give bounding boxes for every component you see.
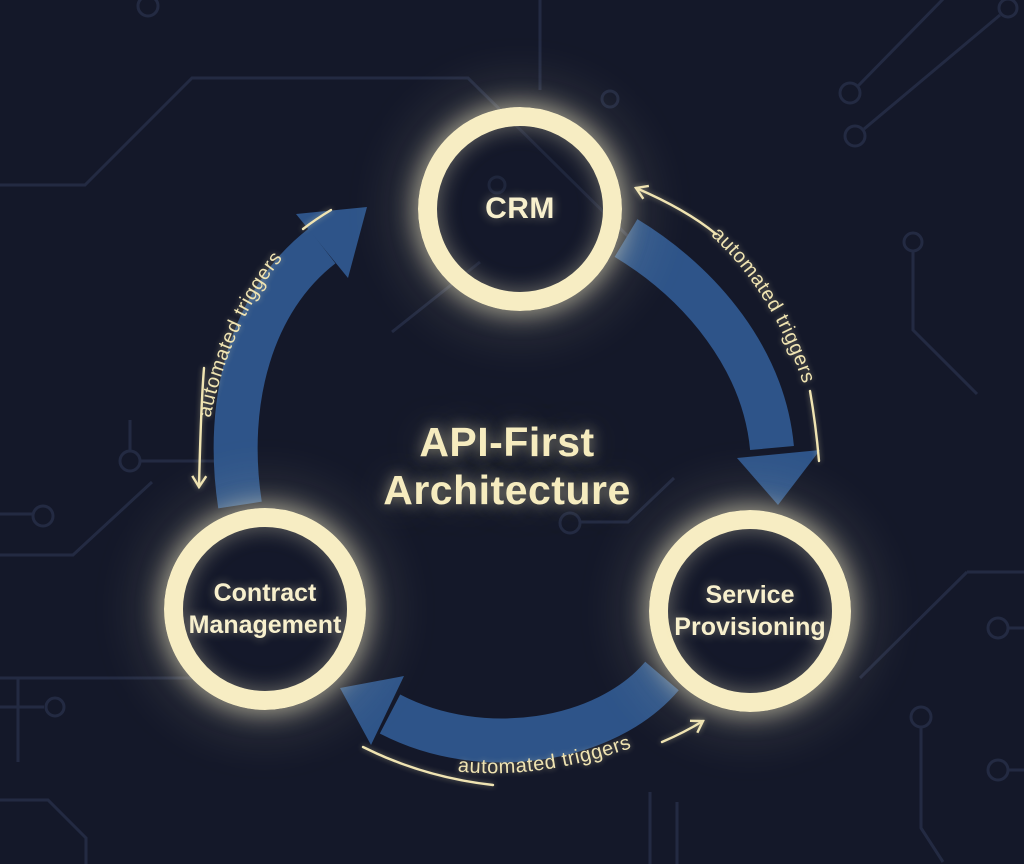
circuit-node [843,124,867,148]
trigger-arrow-to-service [660,719,705,744]
trigger-line-right-bottom-dash [808,389,821,463]
diagram-title: API-First Architecture [257,418,757,514]
circuit-node [997,0,1019,19]
circuit-node [902,231,924,253]
arrow-crm-to-service [614,219,794,451]
circuit-trace [919,727,945,863]
node-service-provisioning: Service Provisioning [649,510,851,712]
circuit-node [31,504,55,528]
circuit-trace [581,476,676,524]
circuit-trace [911,252,979,396]
diagram-title-line2: Architecture [383,467,631,513]
arrowhead-to-crm [296,207,367,278]
circuit-node [136,0,160,18]
node-service-provisioning-label: Service Provisioning [674,581,826,641]
diagram-title-line1: API-First [419,419,595,465]
circuit-node [838,81,862,105]
node-crm: CRM [418,107,622,311]
edge-label-left: automated triggers [194,247,287,419]
edge-label-right: automated triggers [707,223,819,386]
edge-label-bottom: automated triggers [457,731,634,778]
trigger-arrow-to-contract [191,366,208,490]
node-contract-management: Contract Management [164,508,366,710]
arrow-service-to-contract [379,661,679,763]
circuit-node [600,89,620,109]
trigger-line-bottom-left-dash [361,745,495,787]
circuit-node [558,511,582,535]
circuit-node [118,449,142,473]
trigger-arrow-to-crm [633,184,718,236]
trigger-line-left-top-dash [301,208,333,231]
circuit-trace [863,13,1001,131]
circuit-trace [0,798,88,864]
arrow-contract-to-crm [213,228,336,509]
circuit-trace [856,0,945,88]
arrowhead-to-contract [340,676,404,745]
node-contract-management-label: Contract Management [188,579,342,639]
circuit-trace [0,480,154,557]
circuit-trace [858,570,969,680]
node-crm-label: CRM [485,191,555,225]
arrowhead-to-service [737,450,820,505]
circuit-node [44,696,66,718]
